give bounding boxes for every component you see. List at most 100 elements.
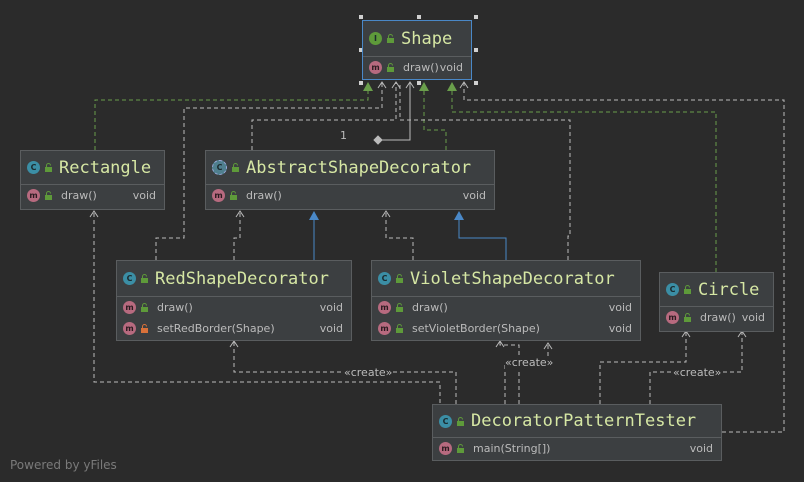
tester-creates-rectangle: [93, 212, 441, 410]
method-name: setRedBorder(Shape): [157, 322, 275, 335]
method-icon: m: [666, 311, 679, 324]
red-depends-abstract: [233, 212, 241, 260]
public-lock-icon: [141, 303, 148, 312]
public-lock-icon: [684, 313, 691, 322]
class-icon: C: [27, 161, 40, 174]
public-lock-icon: [457, 444, 464, 453]
method-return-type: void: [462, 189, 486, 202]
method-name: setVioletBorder(Shape): [412, 322, 540, 335]
method-name: draw(): [246, 189, 282, 202]
class-icon: C: [439, 414, 452, 428]
violet-depends-abstract: [385, 212, 414, 260]
method-icon: m: [439, 442, 452, 455]
tester-depends-shape: [463, 82, 785, 433]
class-box-decorator-pattern-tester[interactable]: C DecoratorPatternTester m main(String[]…: [432, 404, 722, 461]
method-name: main(String[]): [473, 442, 551, 455]
class-header[interactable]: C DecoratorPatternTester: [433, 405, 721, 438]
public-lock-icon: [387, 34, 394, 43]
selection-handle[interactable]: [359, 15, 363, 19]
method-icon: m: [378, 301, 391, 314]
watermark: Powered by yFiles: [10, 458, 117, 472]
method-name: draw(): [412, 301, 448, 314]
public-lock-icon: [45, 163, 52, 172]
interface-icon: I: [369, 32, 382, 45]
abstract-class-icon: C: [212, 160, 227, 175]
abstract-aggregates-shape: [378, 82, 411, 141]
method-icon: m: [212, 189, 225, 202]
public-lock-icon: [232, 163, 239, 172]
selection-handle[interactable]: [417, 81, 421, 85]
public-lock-icon: [396, 324, 403, 333]
selection-handle[interactable]: [359, 48, 363, 52]
public-lock-icon: [45, 191, 52, 200]
selection-handle[interactable]: [474, 48, 478, 52]
public-lock-icon: [396, 303, 403, 312]
create-label: «create»: [505, 356, 554, 369]
method-row[interactable]: m draw() void: [21, 185, 164, 206]
method-name: draw(): [700, 311, 736, 324]
class-box-rectangle[interactable]: C Rectangle m draw() void: [20, 150, 165, 210]
class-icon: C: [666, 283, 679, 296]
class-name: Rectangle: [59, 157, 152, 178]
tester-creates-circle: [599, 332, 687, 404]
selection-handle[interactable]: [359, 81, 363, 85]
method-icon: m: [123, 322, 136, 335]
method-row[interactable]: m setVioletBorder(Shape) void: [372, 318, 640, 339]
class-name: Circle: [698, 279, 760, 300]
method-row[interactable]: m draw() void: [117, 297, 351, 318]
class-header[interactable]: C Circle: [660, 273, 773, 307]
class-name: Shape: [401, 28, 453, 49]
public-lock-icon: [684, 285, 691, 294]
multiplicity-label: 1: [340, 129, 347, 142]
abstract-depends-shape: [251, 82, 397, 150]
public-lock-icon: [457, 416, 464, 426]
public-lock-icon: [230, 191, 237, 200]
class-header[interactable]: C Rectangle: [21, 151, 164, 185]
method-return-type: void: [132, 189, 156, 202]
class-box-violet-shape-decorator[interactable]: C VioletShapeDecorator m draw() void m s…: [371, 260, 641, 341]
tester-creates-violet: [504, 344, 549, 404]
class-header[interactable]: C RedShapeDecorator: [117, 261, 351, 297]
violet-depends-shape: [399, 82, 571, 260]
class-header[interactable]: I Shape: [363, 21, 471, 57]
public-lock-icon: [396, 274, 403, 283]
red-depends-shape: [155, 82, 383, 260]
abstract-implements-shape: [423, 82, 447, 150]
selection-handle[interactable]: [474, 15, 478, 19]
selection-handle[interactable]: [474, 81, 478, 85]
public-lock-icon: [387, 63, 394, 72]
circle-implements-shape: [451, 82, 717, 272]
class-icon: C: [378, 272, 391, 285]
method-icon: m: [27, 189, 40, 202]
violet-extends-abstract: [458, 216, 507, 260]
method-row[interactable]: m draw() void: [372, 297, 640, 318]
class-name: AbstractShapeDecorator: [246, 157, 472, 178]
method-return-type: void: [439, 61, 463, 74]
method-icon: m: [123, 301, 136, 314]
class-header[interactable]: C AbstractShapeDecorator: [206, 151, 494, 185]
class-icon: C: [123, 272, 136, 285]
class-box-abstract-shape-decorator[interactable]: C AbstractShapeDecorator m draw() void: [205, 150, 495, 210]
class-box-shape[interactable]: I Shape m draw() void: [362, 20, 472, 80]
method-row[interactable]: m draw() void: [363, 57, 471, 78]
method-return-type: void: [608, 322, 632, 335]
rectangle-implements-shape: [94, 82, 369, 150]
private-lock-icon: [141, 324, 148, 333]
class-box-circle[interactable]: C Circle m draw() void: [659, 272, 774, 332]
method-return-type: void: [741, 311, 765, 324]
class-header[interactable]: C VioletShapeDecorator: [372, 261, 640, 297]
method-name: draw(): [157, 301, 193, 314]
method-row[interactable]: m main(String[]) void: [433, 438, 721, 459]
method-icon: m: [369, 61, 382, 74]
tester-creates-violet-2: [499, 342, 520, 404]
method-icon: m: [378, 322, 391, 335]
class-box-red-shape-decorator[interactable]: C RedShapeDecorator m draw() void m setR…: [116, 260, 352, 341]
method-name: draw(): [61, 189, 97, 202]
selection-handle[interactable]: [417, 15, 421, 19]
class-name: RedShapeDecorator: [155, 268, 329, 289]
create-label: «create»: [344, 366, 393, 379]
method-row[interactable]: m draw() void: [660, 307, 773, 328]
method-row[interactable]: m draw() void: [206, 185, 494, 206]
aggregation-diamond: [373, 135, 383, 145]
method-row[interactable]: m setRedBorder(Shape) void: [117, 318, 351, 339]
